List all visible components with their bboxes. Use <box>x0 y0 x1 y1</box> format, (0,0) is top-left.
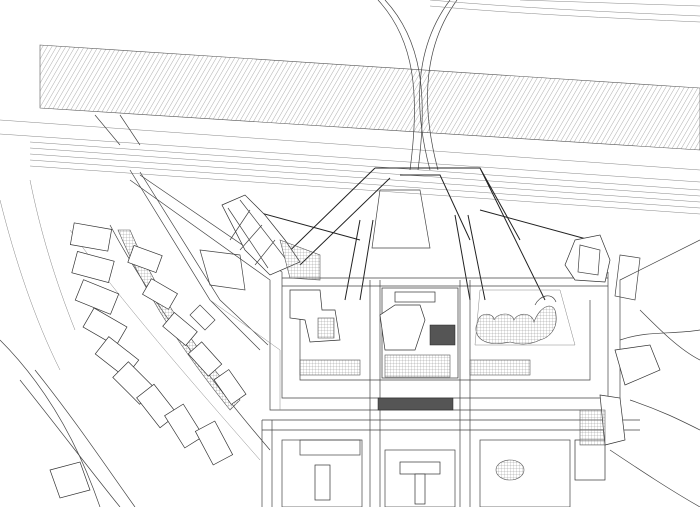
southeast-buildings <box>579 309 700 507</box>
curved-bridge <box>377 0 700 171</box>
west-building-cluster <box>199 249 341 343</box>
west-roads <box>129 169 281 410</box>
river-band <box>0 44 700 183</box>
southern-blocks <box>281 439 606 507</box>
curvy-pavilion <box>474 289 576 346</box>
crystalline-building <box>221 194 321 281</box>
fan-district <box>19 222 271 507</box>
northeast-building <box>564 234 641 301</box>
west-edge-paths <box>0 179 101 507</box>
central-blocks <box>299 287 531 411</box>
